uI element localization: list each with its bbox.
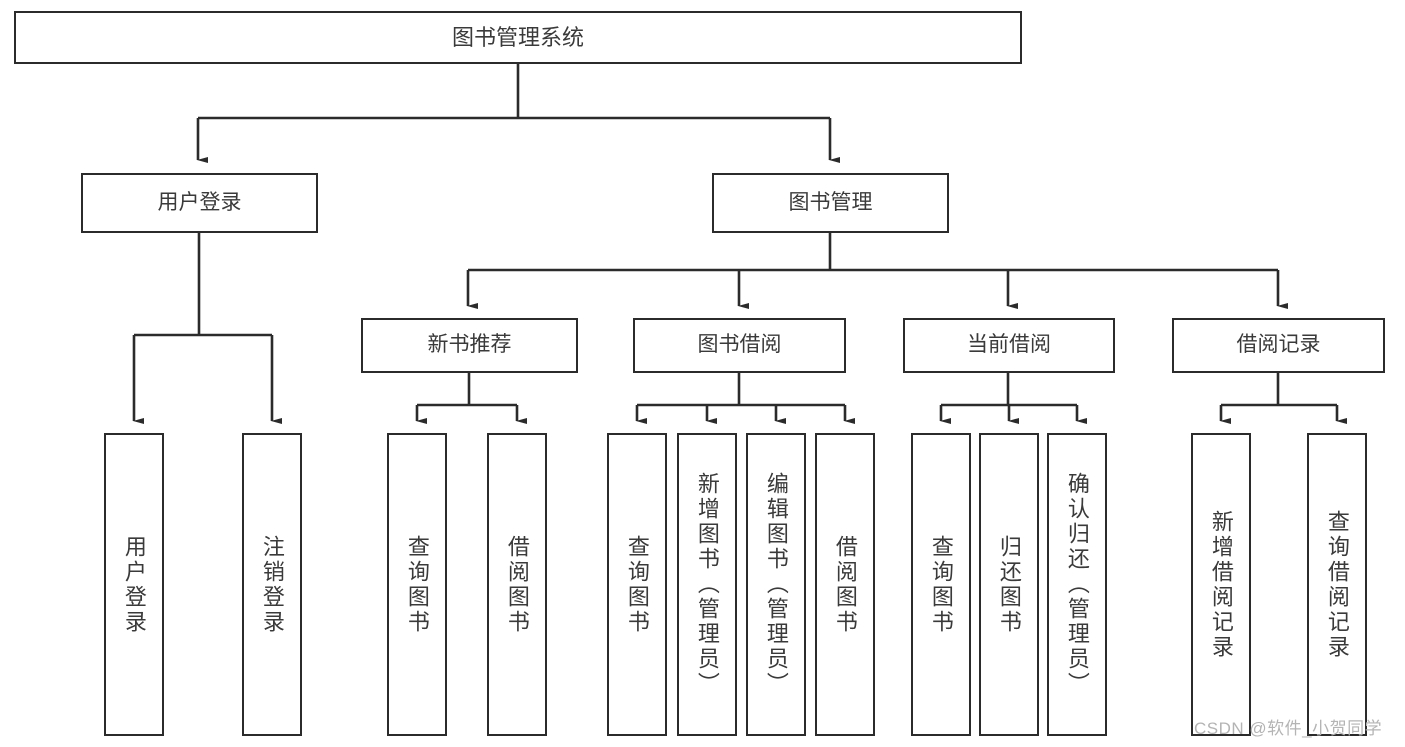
- node-leaf-add-book[interactable]: 新增图书（管理员）: [677, 433, 737, 736]
- node-leaf-logout[interactable]: 注销登录: [242, 433, 302, 736]
- node-borrow-record[interactable]: 借阅记录: [1172, 318, 1385, 373]
- node-label: 查询借阅记录: [1324, 509, 1350, 660]
- node-leaf-edit-book[interactable]: 编辑图书（管理员）: [746, 433, 806, 736]
- node-label: 查询图书: [404, 534, 430, 635]
- node-leaf-query-book-1[interactable]: 查询图书: [387, 433, 447, 736]
- node-label: 确认归还（管理员）: [1064, 472, 1090, 697]
- node-leaf-add-record[interactable]: 新增借阅记录: [1191, 433, 1251, 736]
- node-current-borrow[interactable]: 当前借阅: [903, 318, 1115, 373]
- watermark-credit: CSDN @软件_小贺同学: [1194, 719, 1383, 738]
- node-label: 当前借阅: [967, 333, 1051, 357]
- node-book-borrow[interactable]: 图书借阅: [633, 318, 846, 373]
- node-leaf-user-login[interactable]: 用户登录: [104, 433, 164, 736]
- node-label: 新增图书（管理员）: [694, 472, 720, 697]
- node-label: 用户登录: [121, 534, 147, 635]
- node-new-book-rec[interactable]: 新书推荐: [361, 318, 578, 373]
- node-book-admin[interactable]: 图书管理: [712, 173, 949, 233]
- node-label: 用户登录: [157, 190, 242, 214]
- node-label: 注销登录: [259, 534, 285, 635]
- node-label: 归还图书: [996, 534, 1022, 635]
- node-label: 新书推荐: [427, 333, 512, 357]
- node-root-system[interactable]: 图书管理系统: [14, 11, 1022, 64]
- node-leaf-query-book-2[interactable]: 查询图书: [607, 433, 667, 736]
- node-label: 查询图书: [624, 534, 650, 635]
- node-label: 查询图书: [928, 534, 954, 635]
- node-label: 借阅记录: [1236, 333, 1321, 357]
- node-label: 借阅图书: [832, 534, 858, 635]
- node-label: 新增借阅记录: [1208, 509, 1234, 660]
- node-label: 借阅图书: [504, 534, 530, 635]
- node-leaf-confirm-return[interactable]: 确认归还（管理员）: [1047, 433, 1107, 736]
- node-leaf-return-book[interactable]: 归还图书: [979, 433, 1039, 736]
- node-label: 图书管理系统: [451, 24, 584, 50]
- node-user-login[interactable]: 用户登录: [81, 173, 318, 233]
- node-label: 图书借阅: [697, 333, 782, 357]
- node-leaf-query-book-3[interactable]: 查询图书: [911, 433, 971, 736]
- node-label: 图书管理: [788, 190, 873, 214]
- node-leaf-borrow-book-2[interactable]: 借阅图书: [815, 433, 875, 736]
- node-leaf-query-record[interactable]: 查询借阅记录: [1307, 433, 1367, 736]
- node-leaf-borrow-book-1[interactable]: 借阅图书: [487, 433, 547, 736]
- node-label: 编辑图书（管理员）: [763, 472, 789, 697]
